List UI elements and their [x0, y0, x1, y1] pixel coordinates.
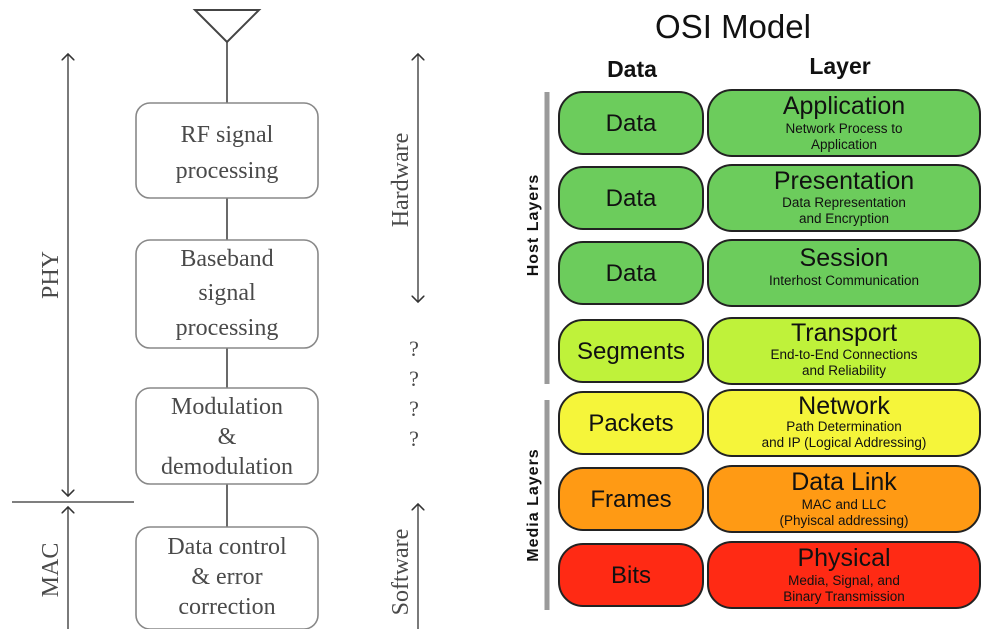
osi-row-application-name: Application	[783, 92, 905, 120]
osi-row-application-layer-pill	[707, 89, 981, 157]
osi-row-application-data: Data	[606, 110, 657, 137]
block-baseband-line-3: processing	[176, 315, 279, 341]
osi-row-transport-data: Segments	[577, 338, 685, 365]
osi-row-data-link-data-pill	[558, 467, 704, 531]
phy-mac-diagram: RF signal processing Baseband signal pro…	[0, 0, 470, 629]
osi-row-network-desc-2: and IP (Logical Addressing)	[762, 435, 927, 450]
osi-col-data: Data	[607, 56, 657, 82]
osi-row-physical-desc-1: Media, Signal, and	[788, 573, 900, 588]
osi-row-session: Data Session Interhost Communication	[558, 239, 981, 307]
media-layers-label: Media Layers	[525, 448, 542, 561]
osi-row-network-name: Network	[798, 392, 890, 420]
osi-row-transport-layer-pill	[707, 317, 981, 385]
osi-row-physical: Bits Physical Media, Signal, and Binary …	[558, 541, 981, 609]
osi-row-presentation-data: Data	[606, 185, 657, 212]
osi-row-data-link-name: Data Link	[791, 468, 897, 496]
unknown-mark-2: ?	[409, 366, 419, 391]
osi-row-network: Packets Network Path Determination and I…	[558, 389, 981, 457]
block-rf: RF signal processing	[135, 102, 319, 199]
osi-col-layer: Layer	[809, 53, 870, 79]
osi-row-application: Data Application Network Process to Appl…	[558, 89, 981, 157]
phy-mac-svg: RF signal processing Baseband signal pro…	[12, 9, 470, 629]
block-modulation-line-1: Modulation	[171, 394, 283, 420]
osi-row-network-desc-1: Path Determination	[786, 419, 902, 434]
osi-row-transport-desc-1: End-to-End Connections	[770, 347, 917, 362]
osi-row-application-desc-1: Network Process to	[785, 121, 902, 136]
osi-title: OSI Model	[655, 8, 811, 45]
osi-row-physical-data-pill	[558, 543, 704, 607]
phy-label: PHY	[38, 251, 64, 299]
osi-row-application-desc-2: Application	[811, 137, 877, 152]
osi-row-session-desc-1: Interhost Communication	[769, 273, 919, 288]
osi-row-data-link-layer-pill	[707, 465, 981, 533]
mac-label: MAC	[38, 543, 64, 598]
antenna-icon	[192, 9, 262, 44]
osi-row-session-data: Data	[606, 260, 657, 287]
osi-row-network-data-pill	[558, 391, 704, 455]
block-modulation-line-3: demodulation	[161, 454, 293, 480]
block-data-control: Data control & error correction	[135, 526, 319, 629]
osi-row-physical-desc-2: Binary Transmission	[783, 589, 905, 604]
block-baseband-line-2: signal	[198, 280, 256, 306]
hardware-label: Hardware	[388, 133, 414, 228]
osi-row-physical-data: Bits	[611, 562, 651, 589]
osi-row-data-link-desc-1: MAC and LLC	[802, 497, 887, 512]
block-baseband: Baseband signal processing	[135, 239, 319, 349]
block-modulation-line-2: &	[218, 424, 237, 450]
osi-row-data-link: Frames Data Link MAC and LLC (Phyiscal a…	[558, 465, 981, 533]
osi-row-session-data-pill	[558, 241, 704, 305]
osi-row-transport-data-pill	[558, 319, 704, 383]
unknown-mark-3: ?	[409, 396, 419, 421]
block-rf-line-2: processing	[176, 158, 279, 184]
block-modulation: Modulation & demodulation	[135, 387, 319, 485]
osi-row-presentation-name: Presentation	[774, 167, 914, 195]
osi-model-diagram: OSI Model Data Layer Host Layers Media L…	[500, 0, 984, 629]
osi-row-presentation-desc-1: Data Representation	[782, 195, 906, 210]
osi-row-network-layer-pill	[707, 389, 981, 457]
osi-row-presentation-data-pill	[558, 166, 704, 230]
osi-row-presentation-desc-2: and Encryption	[799, 211, 889, 226]
osi-row-physical-layer-pill	[707, 541, 981, 609]
block-data-control-line-3: correction	[178, 594, 275, 620]
osi-row-data-link-desc-2: (Phyiscal addressing)	[779, 513, 908, 528]
osi-row-physical-name: Physical	[797, 544, 890, 572]
block-baseband-line-1: Baseband	[180, 246, 273, 272]
osi-row-session-name: Session	[800, 244, 889, 272]
osi-row-transport-name: Transport	[791, 319, 897, 347]
osi-row-presentation: Data Presentation Data Representation an…	[558, 164, 981, 232]
unknown-mark-1: ?	[409, 336, 419, 361]
host-layers-label: Host Layers	[525, 174, 542, 277]
osi-row-transport-desc-2: and Reliability	[802, 363, 886, 378]
osi-row-data-link-data: Frames	[590, 486, 671, 513]
osi-row-transport: Segments Transport End-to-End Connection…	[558, 317, 981, 385]
block-data-control-line-1: Data control	[167, 534, 287, 560]
block-rf-line-1: RF signal	[181, 122, 274, 148]
osi-row-application-data-pill	[558, 91, 704, 155]
osi-row-network-data: Packets	[588, 410, 673, 437]
osi-svg: OSI Model Data Layer Host Layers Media L…	[525, 8, 981, 610]
unknown-mark-4: ?	[409, 426, 419, 451]
block-data-control-line-2: & error	[191, 564, 262, 590]
osi-layer-rows: Data Application Network Process to Appl…	[558, 89, 981, 609]
osi-row-presentation-layer-pill	[707, 164, 981, 232]
software-label: Software	[388, 529, 414, 616]
osi-row-session-layer-pill	[707, 239, 981, 307]
